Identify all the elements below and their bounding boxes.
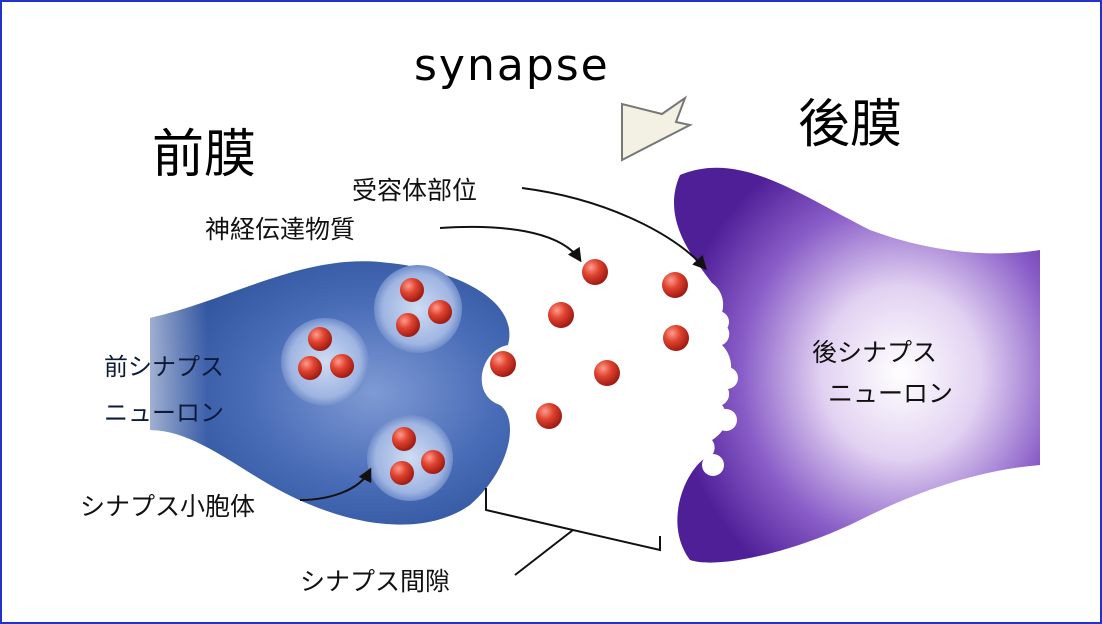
synaptic-vesicle	[281, 318, 369, 406]
receptor-site-label: 受容体部位	[352, 171, 477, 207]
synaptic-vesicle-label: シナプス小胞体	[80, 487, 255, 523]
post-neuron-label-2: ニューロン	[828, 374, 953, 410]
synaptic-vesicle	[374, 265, 462, 353]
neurotransmitter-molecules	[490, 259, 689, 429]
post-neuron-label-1: 後シナプス	[812, 333, 937, 369]
neurotransmitter-label: 神経伝達物質	[205, 210, 355, 246]
synapse-title: synapse	[414, 40, 610, 91]
pre-neuron-label-1: 前シナプス	[104, 347, 224, 382]
synaptic-vesicle	[367, 415, 453, 501]
cleft-bracket	[486, 488, 660, 550]
transmitter-leader-line	[440, 227, 580, 260]
pre-neuron-label-2: ニューロン	[104, 393, 224, 428]
cleft-leader-line	[515, 530, 573, 575]
synaptic-cleft-label: シナプス間隙	[300, 562, 450, 598]
post-membrane-label: 後膜	[798, 82, 902, 157]
pre-membrane-label: 前膜	[152, 112, 256, 187]
synapse-pointer-arrow	[622, 98, 690, 160]
